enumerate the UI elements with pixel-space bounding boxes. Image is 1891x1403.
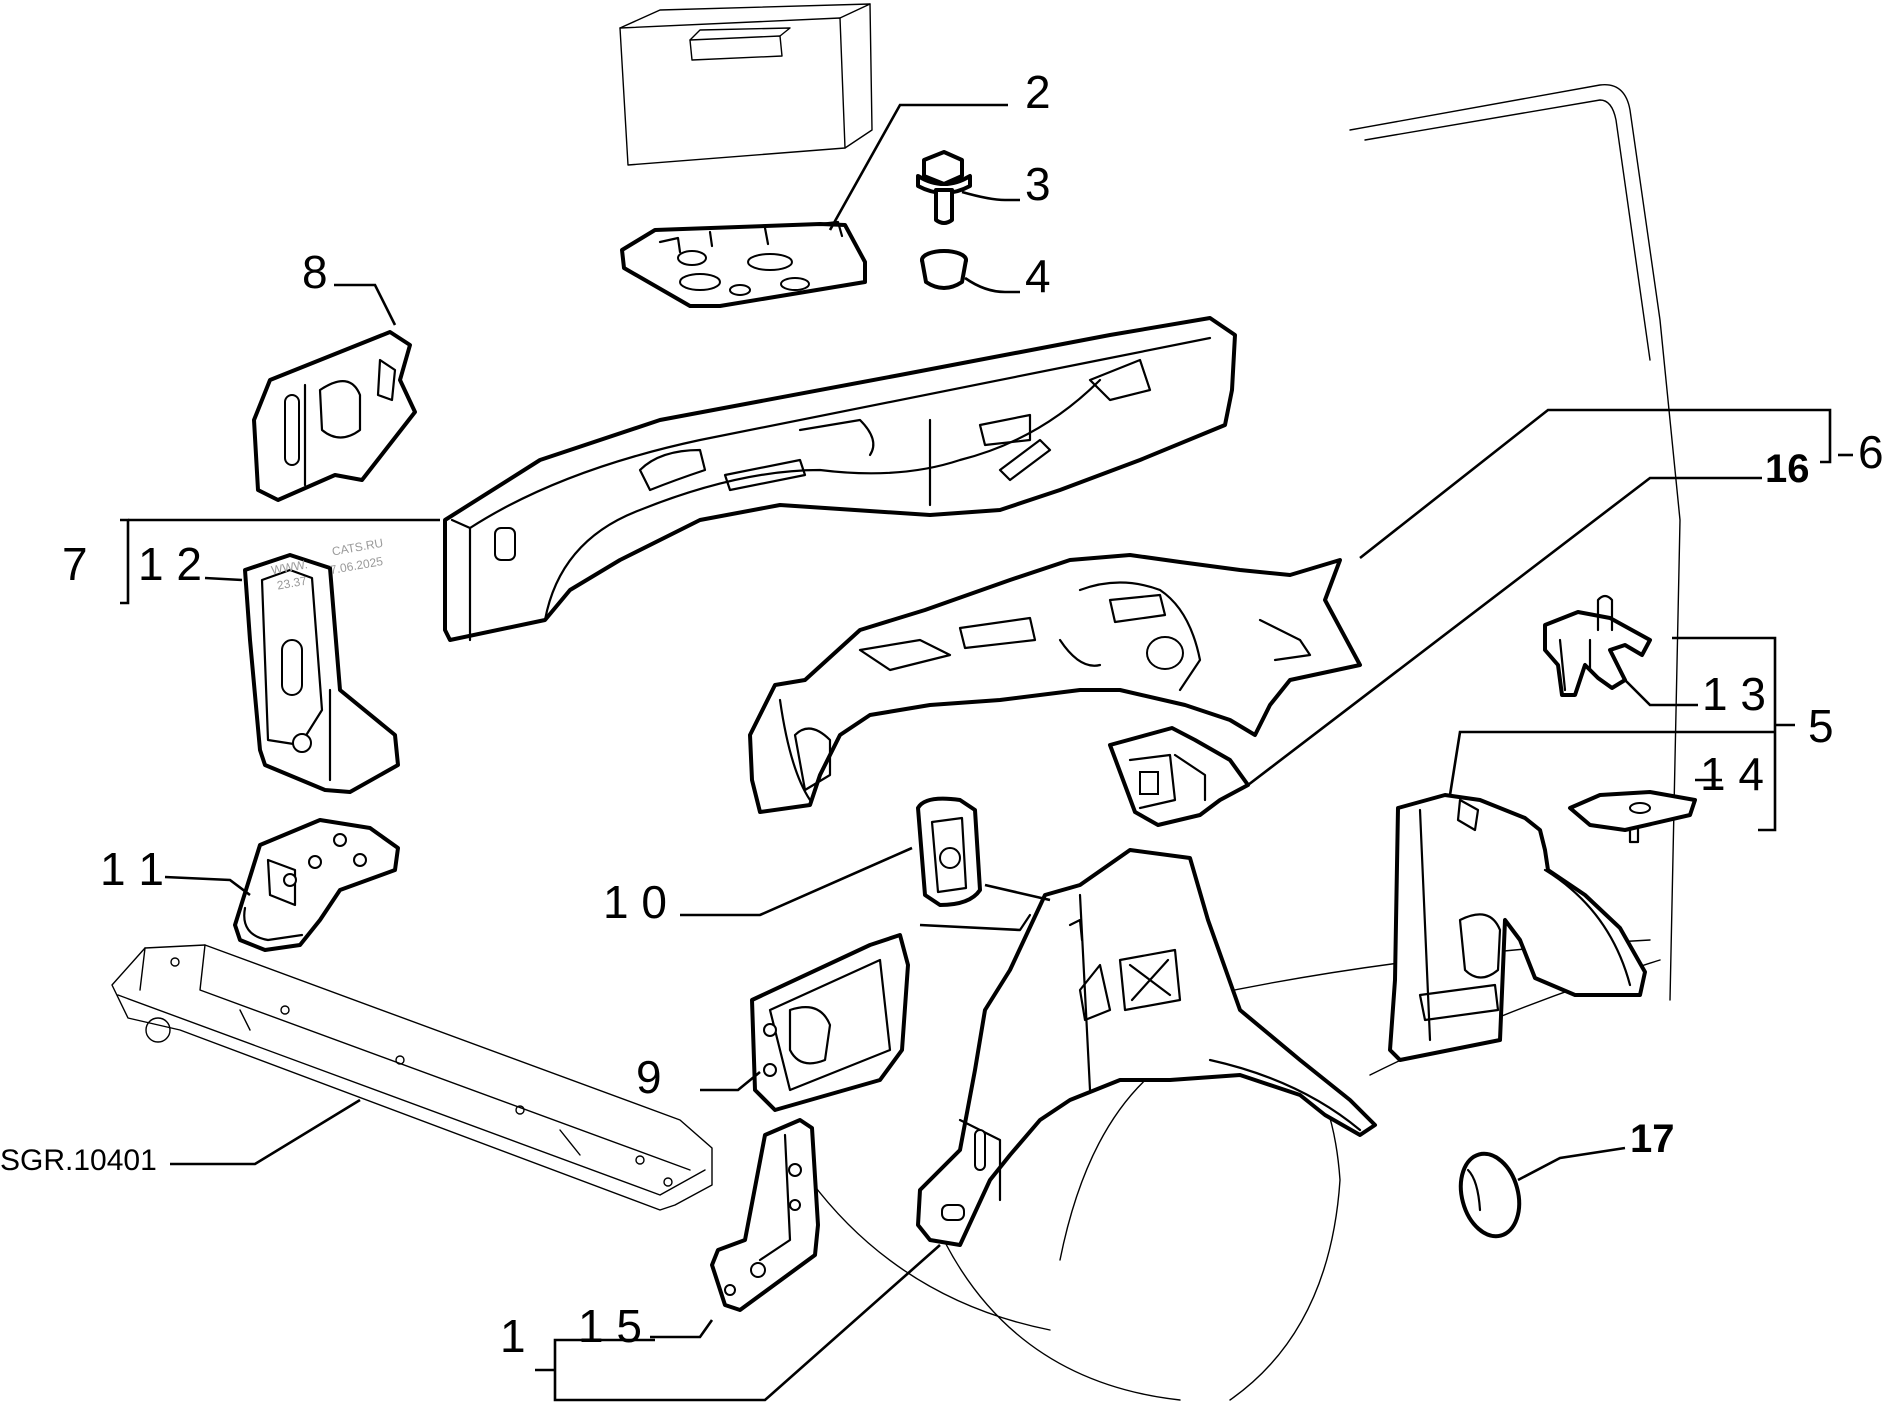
callout-12: 1 2 bbox=[138, 538, 202, 590]
callout-16: 16 bbox=[1765, 447, 1810, 491]
part-10-grommet bbox=[916, 796, 982, 907]
part-8-bracket bbox=[252, 330, 417, 502]
reference-code: SGR.10401 bbox=[0, 1144, 157, 1177]
part-13-clip bbox=[1543, 594, 1652, 697]
callout-17: 17 bbox=[1630, 1117, 1675, 1161]
part-5-rear-quarter-panel bbox=[1388, 793, 1647, 1062]
part-7-chassis-rail bbox=[443, 316, 1237, 642]
part-2-battery-tray bbox=[620, 220, 867, 308]
part-9-panel bbox=[750, 933, 910, 1112]
callout-9: 9 bbox=[636, 1051, 662, 1103]
callout-3: 3 bbox=[1025, 158, 1051, 210]
part-12-vertical-bracket bbox=[243, 553, 400, 794]
callout-5: 5 bbox=[1808, 700, 1834, 752]
callout-4: 4 bbox=[1025, 250, 1051, 302]
crossmember-outline bbox=[111, 944, 713, 1211]
callout-15: 1 5 bbox=[578, 1300, 642, 1352]
part-14-plate bbox=[1568, 790, 1697, 844]
callout-11: 1 1 bbox=[100, 843, 164, 895]
callout-10: 1 0 bbox=[603, 876, 667, 928]
battery-outline bbox=[619, 3, 873, 166]
callout-7: 7 bbox=[62, 538, 88, 590]
part-15-reinforcement bbox=[710, 1118, 820, 1312]
callout-2: 2 bbox=[1025, 66, 1051, 118]
part-11-mount bbox=[233, 818, 400, 952]
watermark-line-3: 23.37 bbox=[276, 574, 308, 593]
callout-8: 8 bbox=[302, 246, 328, 298]
callout-13: 1 3 bbox=[1702, 668, 1766, 720]
callout-labels: 2 3 4 8 7 1 2 1 1 1 0 9 6 16 1 3 5 1 4 1… bbox=[0, 66, 1884, 1362]
callout-6: 6 bbox=[1858, 426, 1884, 478]
part-16-bracket bbox=[1108, 726, 1250, 827]
leader-lines bbox=[120, 103, 1853, 1402]
callout-14: 1 4 bbox=[1700, 748, 1764, 800]
part-1-outer-wheelarch bbox=[916, 848, 1377, 1247]
part-4-plug bbox=[920, 249, 968, 290]
part-6-inner-wheelarch bbox=[748, 553, 1362, 814]
part-17-cap bbox=[1458, 1151, 1522, 1239]
watermark-line-1: WWW. bbox=[270, 557, 309, 577]
part-3-bolt bbox=[916, 150, 972, 225]
callout-1: 1 bbox=[500, 1310, 526, 1362]
